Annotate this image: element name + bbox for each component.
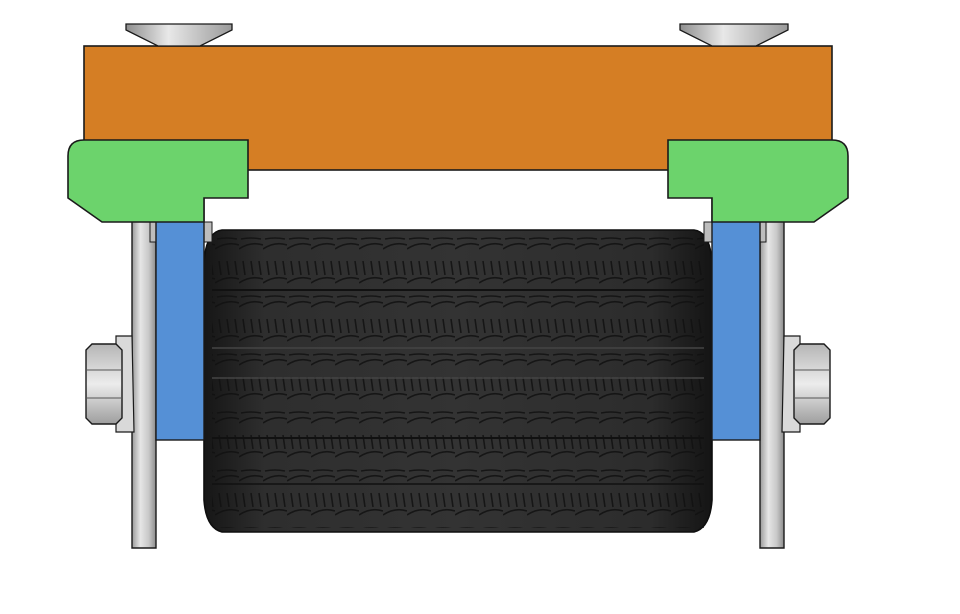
right-bracket <box>667 139 849 223</box>
right-countersunk-screw-icon <box>679 23 789 47</box>
right-spacer-block <box>711 197 761 441</box>
left-side-plate <box>131 207 157 549</box>
left-bracket <box>67 139 249 223</box>
left-spacer-block <box>155 197 205 441</box>
right-side-plate <box>759 207 785 549</box>
tire-wheel <box>203 229 713 533</box>
left-countersunk-screw-icon <box>125 23 233 47</box>
left-hex-bolt-icon <box>85 335 135 433</box>
right-hex-bolt-icon <box>781 335 831 433</box>
